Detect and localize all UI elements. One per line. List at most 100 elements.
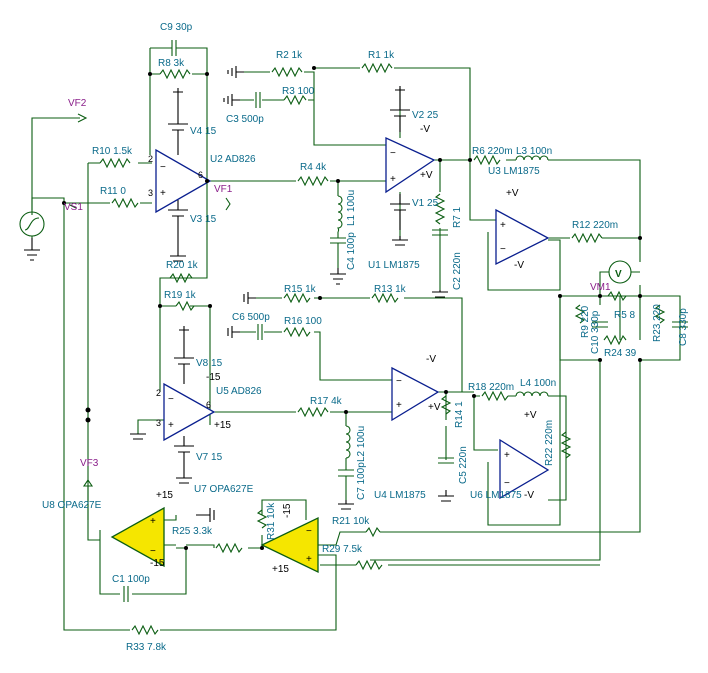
c9-symbol bbox=[166, 40, 180, 56]
svg-text:−: − bbox=[168, 394, 174, 405]
label-r12: R12 220m bbox=[572, 220, 618, 231]
r2-symbol bbox=[271, 66, 303, 78]
label-c5: C5 220n bbox=[458, 446, 469, 484]
v3-battery bbox=[168, 200, 188, 250]
svg-text:−: − bbox=[396, 376, 402, 387]
r19-symbol bbox=[175, 300, 195, 312]
svg-text:+: + bbox=[306, 554, 312, 565]
label-r17: R17 4k bbox=[310, 396, 343, 407]
label-r31: R31 10k bbox=[266, 502, 277, 540]
label-r16: R16 100 bbox=[284, 316, 322, 327]
label-v4: V4 15 bbox=[190, 126, 217, 137]
u5-opamp bbox=[163, 382, 216, 442]
r25-symbol bbox=[215, 542, 243, 554]
u6-opamp bbox=[499, 438, 550, 500]
label-u7: U7 OPA627E bbox=[194, 484, 254, 495]
label-c1: C1 100p bbox=[112, 574, 150, 585]
svg-text:−: − bbox=[160, 162, 166, 173]
pin-label: 2 bbox=[148, 154, 153, 164]
pin-label: -V bbox=[524, 490, 534, 501]
label-u6: U6 LM1875 bbox=[470, 490, 522, 501]
label-r2: R2 1k bbox=[276, 50, 303, 61]
probe-vs1: VS1 bbox=[64, 202, 83, 213]
l3-symbol bbox=[515, 155, 549, 161]
probe-vf3: VF3 bbox=[80, 458, 99, 469]
ground-icon bbox=[243, 292, 256, 304]
label-r22: R22 220m bbox=[544, 420, 555, 466]
label-r7: R7 1 bbox=[452, 206, 463, 228]
probe-labels: VF2 VF1 VF3 VS1 VM1 V bbox=[64, 98, 622, 469]
r29-symbol bbox=[355, 559, 383, 571]
label-r14: R14 1 bbox=[454, 401, 465, 428]
pin-labels: 2 3 6 2 3 6 -15 +15 +15 -15 -15 +15 -V +… bbox=[148, 124, 537, 575]
ground-icon bbox=[338, 500, 354, 510]
label-r8: R8 3k bbox=[158, 58, 185, 69]
ground-icon bbox=[438, 490, 454, 502]
r33-symbol bbox=[131, 624, 159, 636]
svg-text:−: − bbox=[504, 478, 510, 489]
ground-icon bbox=[130, 433, 146, 440]
label-r24: R24 39 bbox=[604, 348, 637, 359]
resistors bbox=[99, 62, 666, 636]
v7-battery bbox=[174, 436, 194, 470]
pin-label: -15 bbox=[206, 372, 221, 383]
u7-opamp bbox=[260, 516, 319, 574]
r8-symbol bbox=[159, 68, 191, 80]
c8-symbol bbox=[672, 321, 688, 328]
pin-label: +15 bbox=[156, 490, 173, 501]
c10-symbol bbox=[592, 321, 608, 328]
label-r11: R11 0 bbox=[100, 186, 126, 197]
ground-icon bbox=[24, 238, 40, 261]
label-c10: C10 330p bbox=[590, 310, 601, 354]
label-r9: R9 220 bbox=[580, 305, 591, 338]
label-u1: U1 LM1875 bbox=[368, 260, 420, 271]
u3-opamp bbox=[495, 208, 550, 266]
label-r4: R4 4k bbox=[300, 162, 327, 173]
svg-text:+: + bbox=[168, 420, 174, 431]
c6-symbol bbox=[257, 324, 263, 340]
label-r20: R20 1k bbox=[166, 260, 199, 271]
r5-symbol bbox=[607, 290, 627, 302]
pin-label: +V bbox=[524, 410, 537, 421]
label-v8: V8 15 bbox=[196, 358, 223, 369]
label-r3: R3 100 bbox=[282, 86, 315, 97]
ground-icon bbox=[176, 470, 192, 484]
label-c3: C3 500p bbox=[226, 114, 264, 125]
svg-text:−: − bbox=[306, 526, 312, 537]
supplies bbox=[168, 86, 410, 470]
label-r18: R18 220m bbox=[468, 382, 514, 393]
r10-symbol bbox=[99, 157, 131, 169]
pin-label: +V bbox=[428, 402, 441, 413]
label-u8: U8 OPA627E bbox=[42, 500, 102, 511]
r7-symbol bbox=[434, 193, 446, 225]
pin-label: 6 bbox=[198, 170, 203, 180]
voltmeter-symbol: V bbox=[615, 269, 622, 280]
l2-symbol bbox=[345, 425, 351, 459]
ground-icon bbox=[170, 250, 186, 262]
r16-symbol bbox=[283, 326, 311, 338]
v2-battery bbox=[390, 100, 410, 132]
label-r33: R33 7.8k bbox=[126, 642, 167, 653]
ground-icon bbox=[227, 326, 240, 338]
r4-symbol bbox=[297, 175, 329, 187]
label-r10: R10 1.5k bbox=[92, 146, 133, 157]
r1-symbol bbox=[361, 62, 393, 74]
component-labels: C9 30p R8 3k R2 1k R1 1k R3 100 C3 500p … bbox=[42, 22, 689, 653]
bottom-channel-wiring bbox=[137, 296, 567, 526]
label-u4: U4 LM1875 bbox=[374, 490, 426, 501]
pin-label: 6 bbox=[206, 400, 211, 410]
r9-symbol bbox=[574, 304, 586, 324]
u8-opamp bbox=[110, 506, 165, 568]
r24-symbol bbox=[603, 334, 627, 346]
label-c9: C9 30p bbox=[160, 22, 193, 33]
c1-symbol bbox=[123, 586, 129, 602]
label-l2: L2 100u bbox=[356, 426, 367, 462]
label-c7: C7 100p bbox=[356, 462, 367, 500]
label-l3: L3 100n bbox=[516, 146, 552, 157]
l1-symbol bbox=[337, 195, 343, 233]
r21-symbol bbox=[365, 526, 381, 538]
label-v2: V2 25 bbox=[412, 110, 439, 121]
r22-symbol bbox=[560, 431, 572, 459]
